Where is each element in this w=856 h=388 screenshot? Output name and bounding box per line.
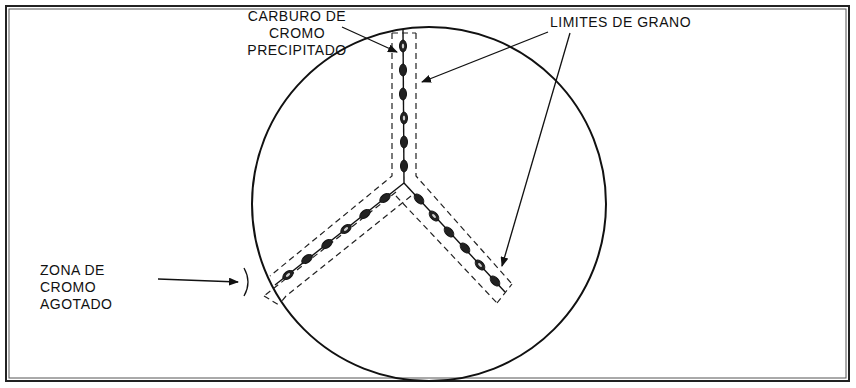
- grain-boundary: [275, 30, 505, 292]
- frame: [6, 6, 849, 381]
- carbide-highlight: [285, 44, 482, 278]
- carbide-particle: [281, 40, 502, 288]
- frame-inner: [9, 9, 846, 378]
- leader-line: [158, 27, 570, 296]
- callout-label: ZONA DE CROMO AGOTADO: [40, 262, 162, 313]
- micrograph-circle: [252, 27, 606, 381]
- callout-label: CARBURO DE CROMO PRECIPITADO: [238, 8, 356, 59]
- depleted-zone: [264, 33, 512, 305]
- callout-label: LIMITES DE GRANO: [550, 14, 750, 31]
